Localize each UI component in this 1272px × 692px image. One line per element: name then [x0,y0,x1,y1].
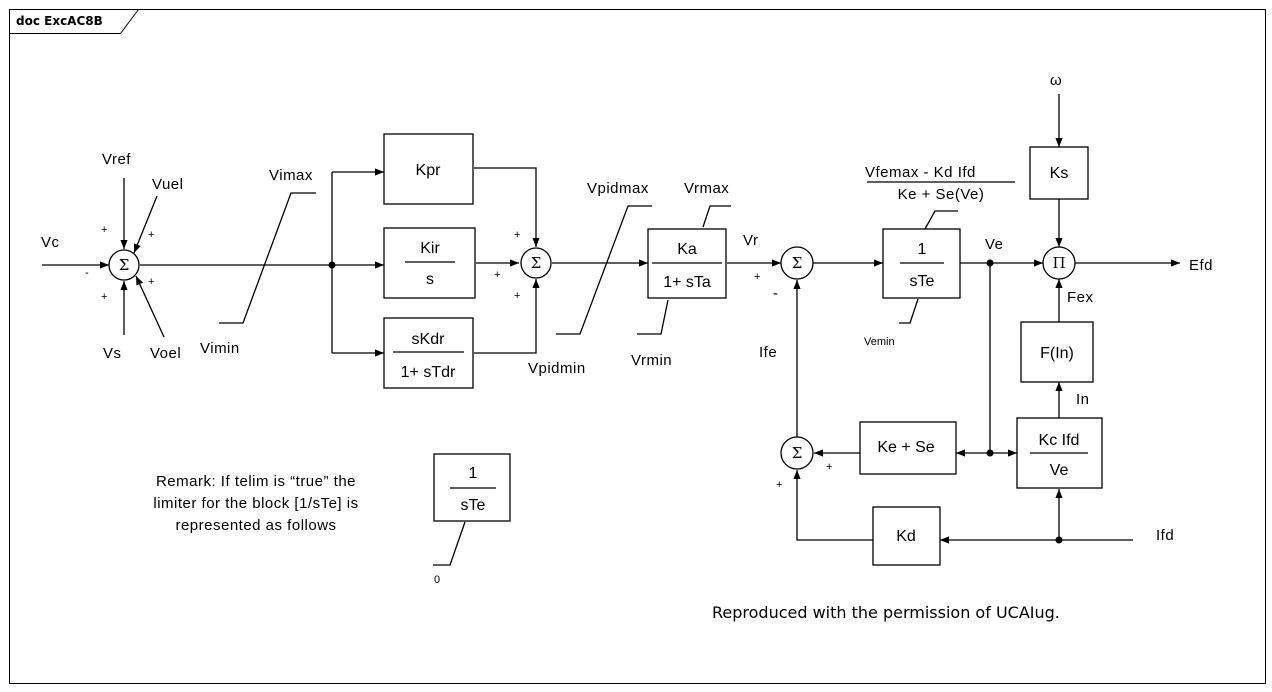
label-vpidmax: Vpidmax [587,180,649,197]
svg-text:Ke + Se: Ke + Se [877,439,934,456]
label-fex: Fex [1067,289,1094,306]
frame-border [9,9,1266,684]
block-kir: Kir s [383,227,476,299]
svg-text:Ka: Ka [677,241,697,258]
svg-text:+: + [148,229,154,241]
svg-text:+: + [101,224,107,236]
label-omega: ω [1050,72,1062,89]
svg-text:+: + [101,291,107,303]
remark-text: Remark: If telim is “true” the limiter f… [153,473,358,534]
block-kd: Kd [872,506,941,566]
block-f-in: F(In) [1020,321,1094,383]
label-vfemax-num: Vfemax - Kd Ifd [865,164,976,181]
frame-tab-label: doc ExcAC8B [16,14,103,28]
svg-text:sKdr: sKdr [412,331,446,348]
svg-text:+: + [826,461,832,473]
label-voel: Voel [150,345,181,362]
block-1-over-ste: 1 sTe [882,228,961,299]
label-vs: Vs [103,345,122,362]
label-vuel: Vuel [152,176,183,193]
sign-markers: + + - + + + + + + - + + [85,224,832,491]
svg-text:Kpr: Kpr [416,162,442,179]
label-vc: Vc [41,234,60,251]
svg-text:F(In): F(In) [1040,345,1074,362]
svg-text:Kir: Kir [420,240,440,257]
label-vimin: Vimin [200,340,240,357]
svg-text:Σ: Σ [792,254,803,272]
svg-text:1+ sTa: 1+ sTa [663,274,711,291]
label-vfemax-den: Ke + Se(Ve) [898,186,985,203]
label-ifd: Ifd [1156,527,1174,544]
svg-text:Remark: If telim is “true” the: Remark: If telim is “true” the [156,473,356,490]
label-vrmax: Vrmax [684,180,729,197]
svg-text:-: - [85,267,89,279]
product-junction: Π [1042,246,1076,280]
svg-text:Σ: Σ [792,444,803,462]
svg-text:1+ sTdr: 1+ sTdr [401,364,456,381]
block-ks: Ks [1029,146,1089,200]
svg-text:+: + [148,276,154,288]
svg-text:Π: Π [1052,254,1065,272]
block-ke-se: Ke + Se [859,421,957,475]
svg-text:1: 1 [469,465,478,482]
label-vr: Vr [743,232,758,249]
svg-text:-: - [773,285,779,302]
label-in: In [1076,391,1090,408]
junction-dots [328,259,1063,544]
signal-labels: Vc Vref Vuel Vs Voel Vimin Vimax Vpidmax… [41,72,1213,586]
block-kpr: Kpr [383,133,474,205]
block-ka: Ka 1+ sTa [647,228,727,299]
label-vrmin: Vrmin [631,352,672,369]
label-vref: Vref [102,151,131,168]
svg-text:+: + [514,229,520,241]
svg-text:+: + [514,290,520,302]
svg-text:Ve: Ve [1050,462,1069,479]
label-zero: 0 [434,574,440,586]
svg-text:limiter for the block [1/sTe]: limiter for the block [1/sTe] is [153,495,358,512]
label-vpidmin: Vpidmin [528,360,586,377]
sum-junction-3: Σ [780,246,814,280]
svg-text:+: + [754,271,760,283]
permission-note: Reproduced with the permission of UCAIug… [712,603,1060,622]
svg-text:sTe: sTe [910,273,935,290]
svg-text:Kd: Kd [896,528,916,545]
svg-text:Kc Ifd: Kc Ifd [1039,432,1080,449]
svg-text:sTe: sTe [461,497,486,514]
label-ife: Ife [759,344,777,361]
label-ve: Ve [985,236,1004,253]
block-remark-1-over-ste: 1 sTe [433,453,511,522]
svg-text:Σ: Σ [119,256,130,274]
signal-wires [42,94,1180,544]
svg-text:represented as follows: represented as follows [175,517,336,534]
limiter-shapes [219,192,958,566]
sum-junction-4: Σ [780,436,814,470]
label-vimax: Vimax [269,167,313,184]
svg-text:Σ: Σ [531,254,542,272]
label-vemin: Vemin [864,336,895,348]
svg-text:+: + [494,269,500,281]
sum-junction-1: Σ [108,249,140,281]
svg-text:1: 1 [918,241,927,258]
svg-text:Ks: Ks [1050,165,1069,182]
sum-junction-2: Σ [520,247,552,279]
label-efd: Efd [1189,257,1213,274]
svg-text:+: + [776,479,782,491]
block-kc: Kc Ifd Ve [1016,417,1103,489]
frame-tab [9,9,139,34]
svg-text:s: s [426,271,434,288]
block-kdr: sKdr 1+ sTdr [383,317,474,389]
